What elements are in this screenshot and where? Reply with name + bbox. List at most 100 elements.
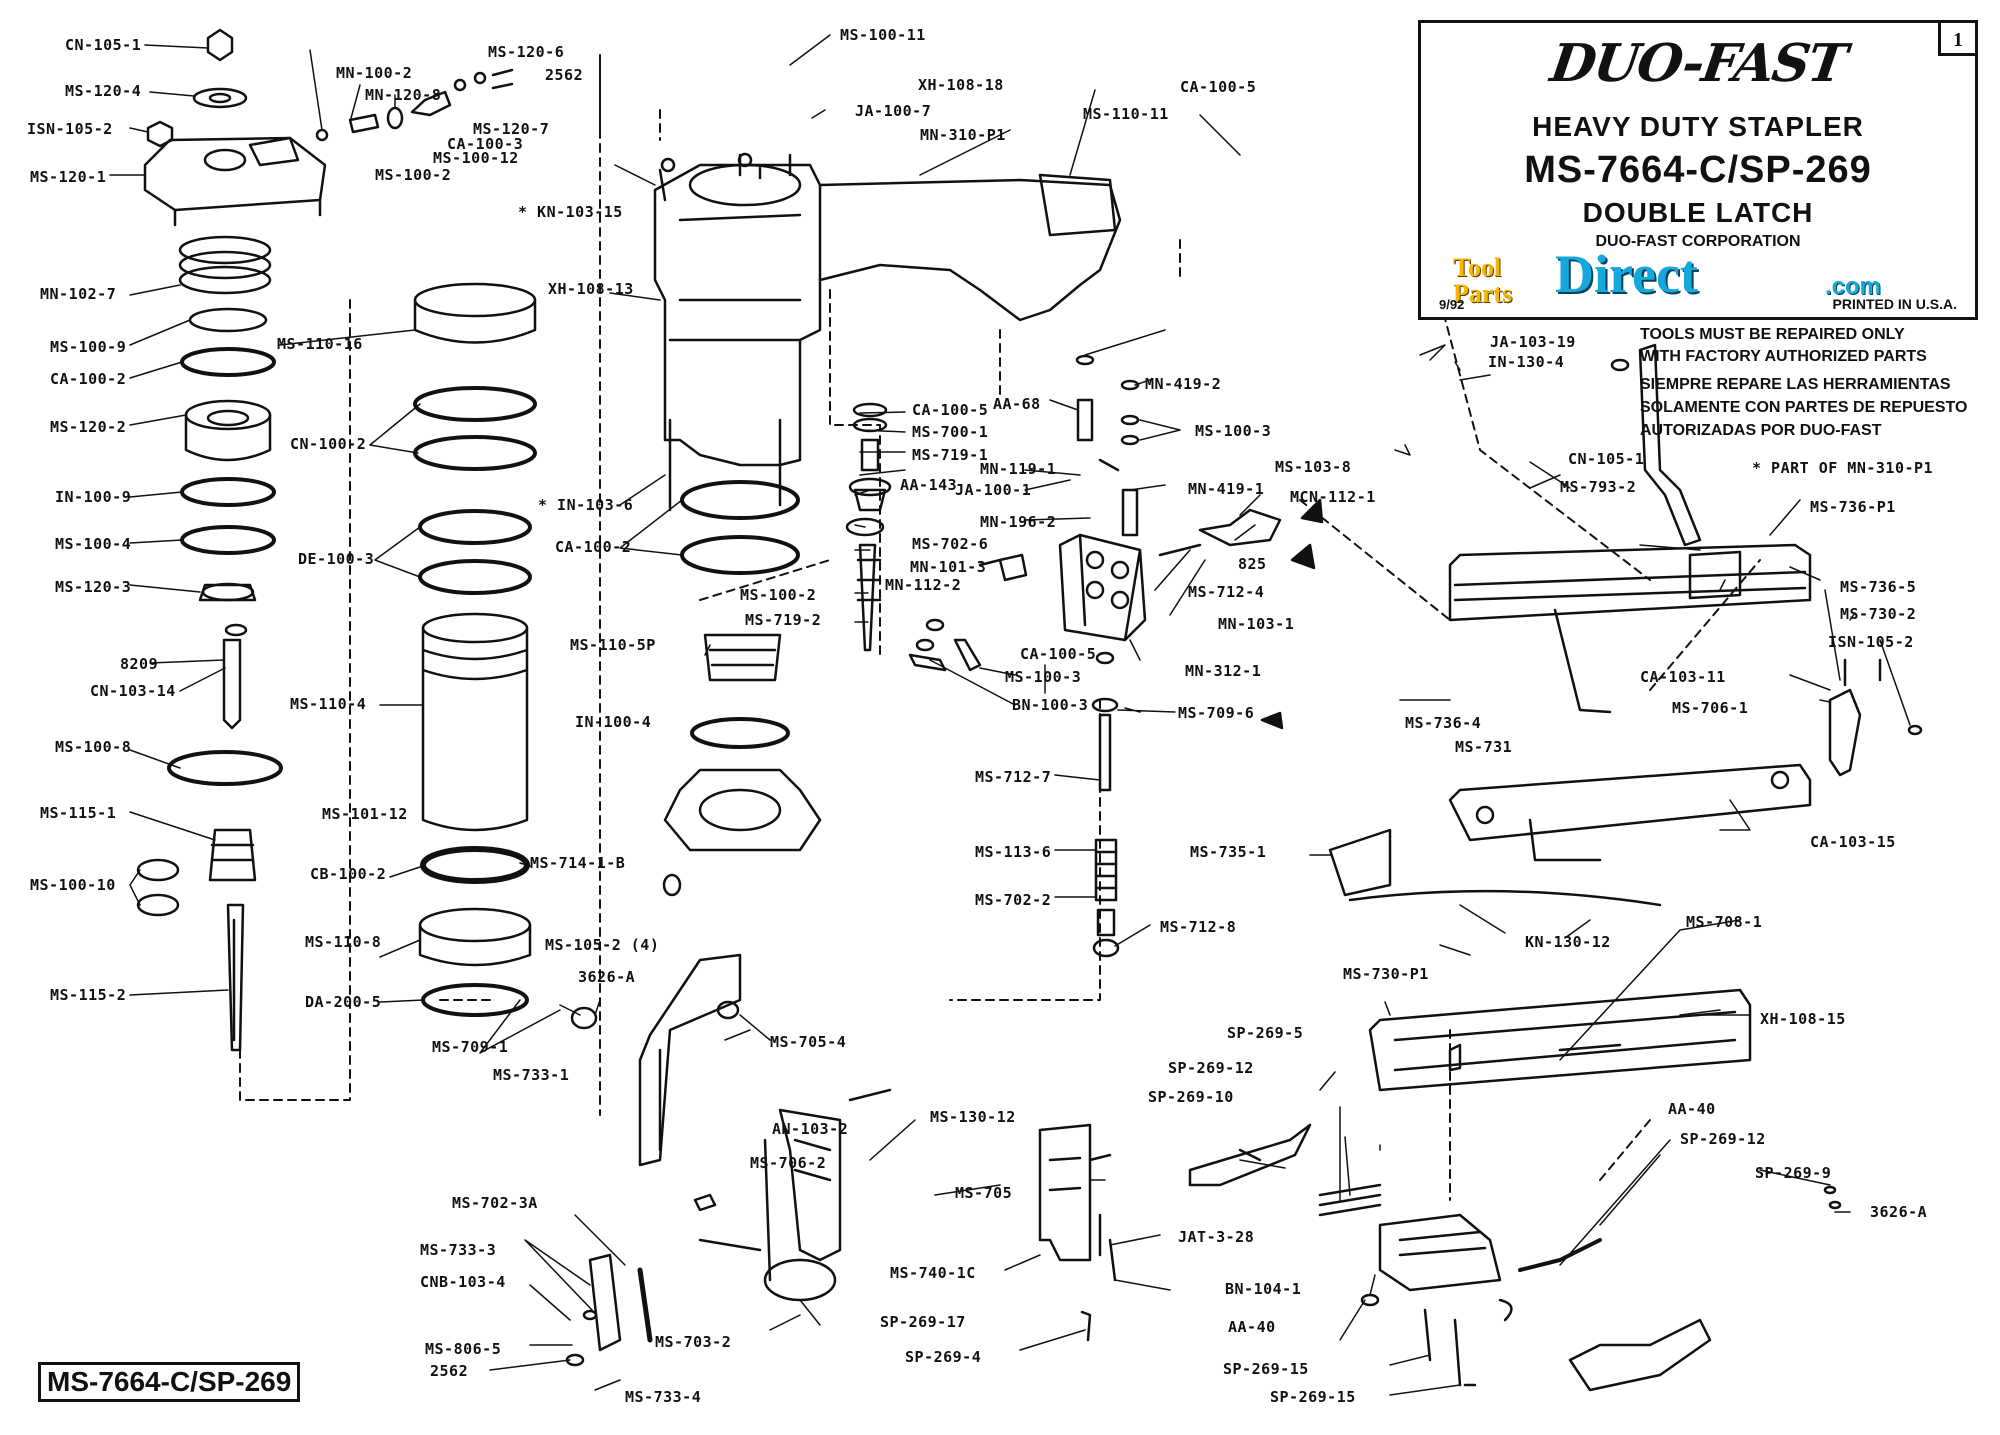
part-label-ms-702-6: MS-702-6 — [912, 535, 989, 553]
part-label-mn-100-2: MN-100-2 — [336, 64, 413, 82]
part-label-jat-3-28: JAT-3-28 — [1178, 1228, 1255, 1246]
part-label-mn-419-2: MN-419-2 — [1145, 375, 1222, 393]
part-label-ms-733-1: MS-733-1 — [493, 1066, 570, 1084]
part-label-aa-68: AA-68 — [993, 395, 1041, 413]
part-label-aa-143: AA-143 — [900, 476, 958, 494]
part-label-ms-735-1: MS-735-1 — [1190, 843, 1267, 861]
part-label-mn-310-p1: MN-310-P1 — [920, 126, 1006, 144]
top-valve-parts — [315, 68, 514, 142]
notice-es-1: SIEMPRE REPARE LAS HERRAMIENTAS — [1640, 376, 1951, 393]
part-label-an-103-2: AN-103-2 — [772, 1120, 849, 1138]
part-of-note: * PART OF MN-310-P1 — [1752, 459, 1934, 477]
part-label-l2562-a: 2562 — [545, 66, 584, 84]
part-label-sp-269-5: SP-269-5 — [1227, 1024, 1304, 1042]
part-label-ms-100-9: MS-100-9 — [50, 338, 127, 356]
corporation-name: DUO-FAST CORPORATION — [1595, 233, 1801, 250]
part-label-sp-269-15-b: SP-269-15 — [1270, 1388, 1356, 1406]
part-label-ms-100-2-b: MS-100-2 — [740, 586, 817, 604]
part-label-xh-108-15: XH-108-15 — [1760, 1010, 1846, 1028]
part-label-mn-101-3: MN-101-3 — [910, 558, 987, 576]
part-label-in-130-4: IN-130-4 — [1488, 353, 1565, 371]
notice-en-1: TOOLS MUST BE REPAIRED ONLY — [1640, 326, 1905, 343]
cap-stack — [136, 28, 327, 1052]
part-label-ms-700-1: MS-700-1 — [912, 423, 989, 441]
part-label-ms-100-12: MS-100-12 — [433, 149, 519, 167]
part-label-ja-103-19: JA-103-19 — [1490, 333, 1576, 351]
part-label-ca-100-5-c: CA-100-5 — [1180, 78, 1257, 96]
part-label-cnb-103-4: CNB-103-4 — [420, 1273, 506, 1291]
part-label-xh-108-18: XH-108-18 — [918, 76, 1004, 94]
part-label-l3626-a-b: 3626-A — [1870, 1203, 1928, 1221]
part-label-mn-120-8: MN-120-8 — [365, 86, 442, 104]
part-label-mn-419-1: MN-419-1 — [1188, 480, 1265, 498]
part-label-mn-119-1: MN-119-1 — [980, 460, 1057, 478]
part-label-in-103-6: * IN-103-6 — [538, 496, 634, 514]
part-label-ms-806-5: MS-806-5 — [425, 1340, 502, 1358]
part-label-ms-703-2: MS-703-2 — [655, 1333, 732, 1351]
part-label-ms-120-2: MS-120-2 — [50, 418, 127, 436]
part-label-sp-269-12-a: SP-269-12 — [1168, 1059, 1254, 1077]
part-label-ms-120-7: MS-120-7 — [473, 120, 550, 138]
part-label-ms-702-3a: MS-702-3A — [452, 1194, 538, 1212]
part-label-ms-702-2: MS-702-2 — [975, 891, 1052, 909]
part-label-ms-120-1: MS-120-1 — [30, 168, 107, 186]
part-label-bn-104-1: BN-104-1 — [1225, 1280, 1302, 1298]
watermark-direct: Direct — [1555, 244, 1698, 304]
part-label-kn-130-12: KN-130-12 — [1525, 933, 1611, 951]
part-label-ms-733-4: MS-733-4 — [625, 1388, 702, 1406]
part-label-ms-100-3-b: MS-100-3 — [1005, 668, 1082, 686]
part-label-xh-108-13: XH-108-13 — [548, 280, 634, 298]
part-label-ms-730-2: MS-730-2 — [1840, 605, 1917, 623]
part-label-ms-115-2: MS-115-2 — [50, 986, 127, 1004]
notice-es-2: SOLAMENTE CON PARTES DE REPUESTO — [1640, 399, 1968, 416]
part-label-ms-100-3-a: MS-100-3 — [1195, 422, 1272, 440]
housing — [653, 152, 1122, 512]
part-label-ms-120-3: MS-120-3 — [55, 578, 132, 596]
part-label-mn-196-2: MN-196-2 — [980, 513, 1057, 531]
part-label-ms-712-8: MS-712-8 — [1160, 918, 1237, 936]
part-label-ms-708-1: MS-708-1 — [1686, 913, 1763, 931]
part-label-ms-719-2: MS-719-2 — [745, 611, 822, 629]
part-label-ca-103-15: CA-103-15 — [1810, 833, 1896, 851]
part-label-ms-110-5p: MS-110-5P — [570, 636, 656, 654]
part-label-mn-112-2: MN-112-2 — [885, 576, 962, 594]
part-label-in-100-4: IN-100-4 — [575, 713, 652, 731]
part-label-in-100-9: IN-100-9 — [55, 488, 132, 506]
part-label-sp-269-10: SP-269-10 — [1148, 1088, 1234, 1106]
part-label-sp-269-4: SP-269-4 — [905, 1348, 982, 1366]
part-label-ms-709-6: MS-709-6 — [1178, 704, 1255, 722]
part-label-ca-100-5-a: CA-100-5 — [912, 401, 989, 419]
part-label-mn-312-1: MN-312-1 — [1185, 662, 1262, 680]
part-label-ms-110-11: MS-110-11 — [1083, 105, 1169, 123]
print-date: 9/92 — [1439, 297, 1465, 312]
valve-block — [908, 354, 1324, 730]
valve-column — [845, 402, 1120, 958]
brand-logo: DUO-FAST — [1546, 33, 1850, 94]
part-label-ms-100-4: MS-100-4 — [55, 535, 132, 553]
part-label-ms-730-p1: MS-730-P1 — [1343, 965, 1429, 983]
part-label-isn-105-2: ISN-105-2 — [27, 120, 113, 138]
part-label-ms-740-1c: MS-740-1C — [890, 1264, 976, 1282]
part-label-ms-100-8: MS-100-8 — [55, 738, 132, 756]
part-label-aa-40-b: AA-40 — [1228, 1318, 1276, 1336]
part-label-ms-719-1: MS-719-1 — [912, 446, 989, 464]
part-label-ms-736-4: MS-736-4 — [1405, 714, 1482, 732]
part-label-ca-100-5-b: CA-100-5 — [1020, 645, 1097, 663]
printed-in: PRINTED IN U.S.A. — [1832, 296, 1957, 312]
part-label-ms-110-16: MS-110-16 — [277, 335, 363, 353]
part-label-ja-100-1: JA-100-1 — [955, 481, 1032, 499]
part-label-l2562-b: 2562 — [430, 1362, 469, 1380]
part-label-cn-105-1: CN-105-1 — [65, 36, 142, 54]
part-label-sp-269-12-b: SP-269-12 — [1680, 1130, 1766, 1148]
part-label-ms-115-1: MS-115-1 — [40, 804, 117, 822]
magazine — [1328, 343, 1923, 907]
part-label-cn-100-2: CN-100-2 — [290, 435, 367, 453]
part-label-aa-40-a: AA-40 — [1668, 1100, 1716, 1118]
part-label-ms-706-2: MS-706-2 — [750, 1154, 827, 1172]
part-label-da-200-5: DA-200-5 — [305, 993, 382, 1011]
part-label-ms-714-1-b: MS-714-1-B — [530, 854, 626, 872]
part-label-ms-120-6: MS-120-6 — [488, 43, 565, 61]
model-number: MS-7664-C/SP-269 — [1524, 149, 1872, 191]
part-label-ms-709-1: MS-709-1 — [432, 1038, 509, 1056]
part-label-ms-110-4: MS-110-4 — [290, 695, 367, 713]
